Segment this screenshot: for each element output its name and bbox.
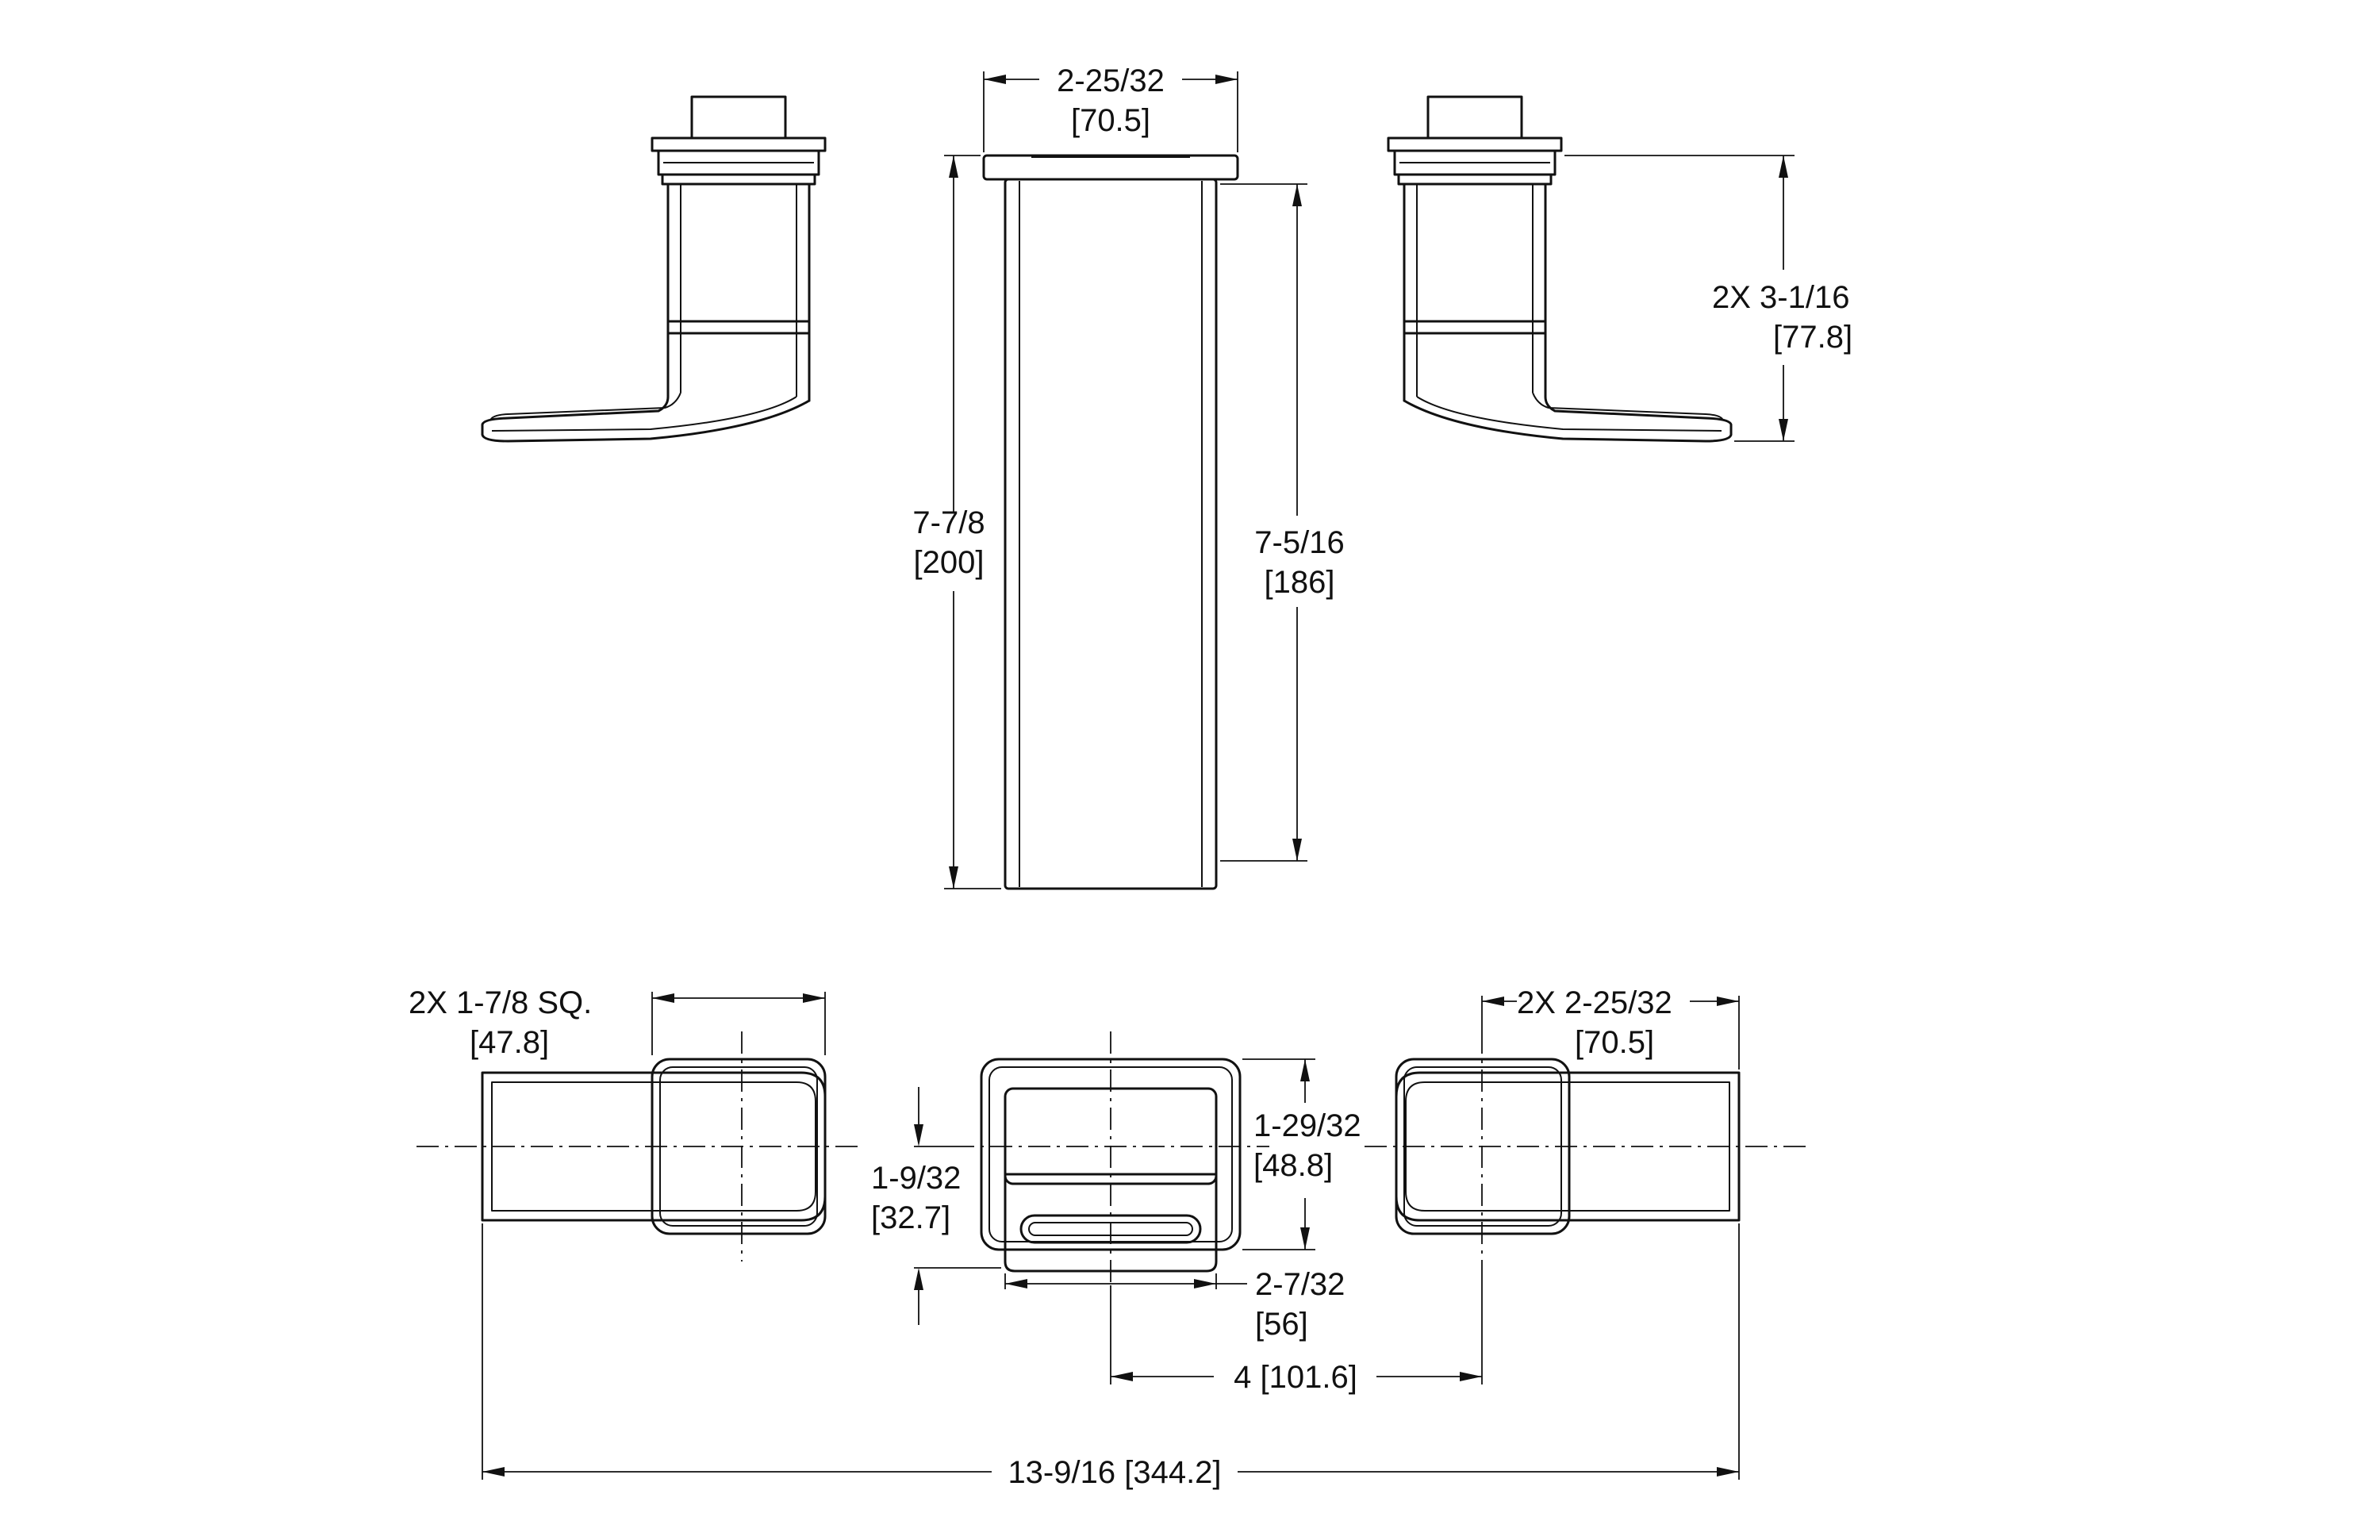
left-handle-elevation bbox=[481, 95, 827, 443]
right-handle-elevation bbox=[1387, 95, 1733, 443]
dimension-lines bbox=[482, 71, 1795, 1480]
handle-base-square-metric: [47.8] bbox=[470, 1025, 549, 1060]
outlet-width-imperial: 2-7/32 bbox=[1255, 1267, 1345, 1302]
outlet-offset-metric: [32.7] bbox=[871, 1200, 950, 1235]
center-lines bbox=[416, 1031, 1809, 1285]
spout-width-metric: [70.5] bbox=[1071, 103, 1150, 138]
handle-height-imperial: 2X 3-1/16 bbox=[1712, 280, 1849, 315]
handle-base-square-imperial: 2X 1-7/8 SQ. bbox=[409, 985, 592, 1020]
handle-height-metric: [77.8] bbox=[1773, 320, 1852, 355]
spout-total-height-imperial: 7-7/8 bbox=[912, 505, 985, 540]
outlet-offset-imperial: 1-9/32 bbox=[871, 1161, 961, 1196]
spout-body-height-metric: [186] bbox=[1265, 565, 1335, 600]
base-depth-imperial: 1-29/32 bbox=[1253, 1108, 1361, 1143]
dimension-labels: 2-25/32 [70.5] 7-7/8 [200] 7-5/16 [186] … bbox=[409, 63, 1852, 1490]
center-spacing-label: 4 [101.6] bbox=[1234, 1360, 1357, 1395]
spout-body-height-imperial: 7-5/16 bbox=[1254, 525, 1344, 560]
base-depth-metric: [48.8] bbox=[1253, 1148, 1333, 1183]
spout-total-height-metric: [200] bbox=[914, 545, 985, 580]
spout-elevation bbox=[982, 154, 1239, 890]
overall-width-label: 13-9/16 [344.2] bbox=[1008, 1455, 1221, 1490]
handle-depth-metric: [70.5] bbox=[1575, 1025, 1654, 1060]
handle-depth-imperial: 2X 2-25/32 bbox=[1517, 985, 1672, 1020]
outlet-width-metric: [56] bbox=[1255, 1307, 1308, 1342]
spout-width-imperial: 2-25/32 bbox=[1057, 63, 1165, 98]
